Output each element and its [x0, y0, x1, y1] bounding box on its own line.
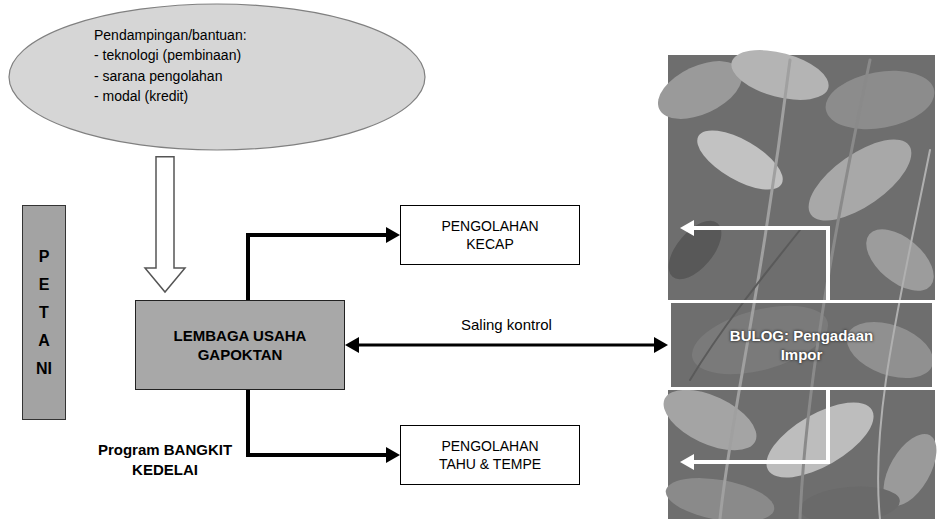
process-box: PENGOLAHAN KECAP [400, 205, 580, 265]
connector [248, 227, 400, 300]
node-text: PENGOLAHAN KECAP [428, 217, 552, 253]
farmer-bar: PETANI [22, 205, 66, 420]
node-text: - teknologi (pembinaan) [94, 45, 247, 65]
program-label: Program BANGKIT KEDELAI [72, 440, 258, 479]
process-box: PENGOLAHAN TAHU & TEMPE [400, 425, 580, 485]
node-text: PETANI [36, 243, 52, 383]
connector [248, 390, 400, 463]
node-text: - sarana pengolahan [94, 66, 247, 86]
support-ellipse: Pendampingan/bantuan:- teknologi (pembin… [8, 3, 426, 151]
institution-box: LEMBAGA USAHA GAPOKTAN [135, 300, 345, 390]
node-text: BULOG: Pengadaan Impor [729, 326, 874, 365]
node-text: LEMBAGA USAHA GAPOKTAN [154, 326, 326, 365]
node-text: - modal (kredit) [94, 86, 247, 106]
node-text: Pendampingan/bantuan: [94, 25, 247, 45]
connector [145, 157, 185, 292]
node-text: PENGOLAHAN TAHU & TEMPE [428, 437, 552, 473]
edge-label: Saling kontrol [458, 316, 555, 333]
connector [345, 337, 668, 353]
import-box: BULOG: Pengadaan Impor [668, 300, 935, 390]
